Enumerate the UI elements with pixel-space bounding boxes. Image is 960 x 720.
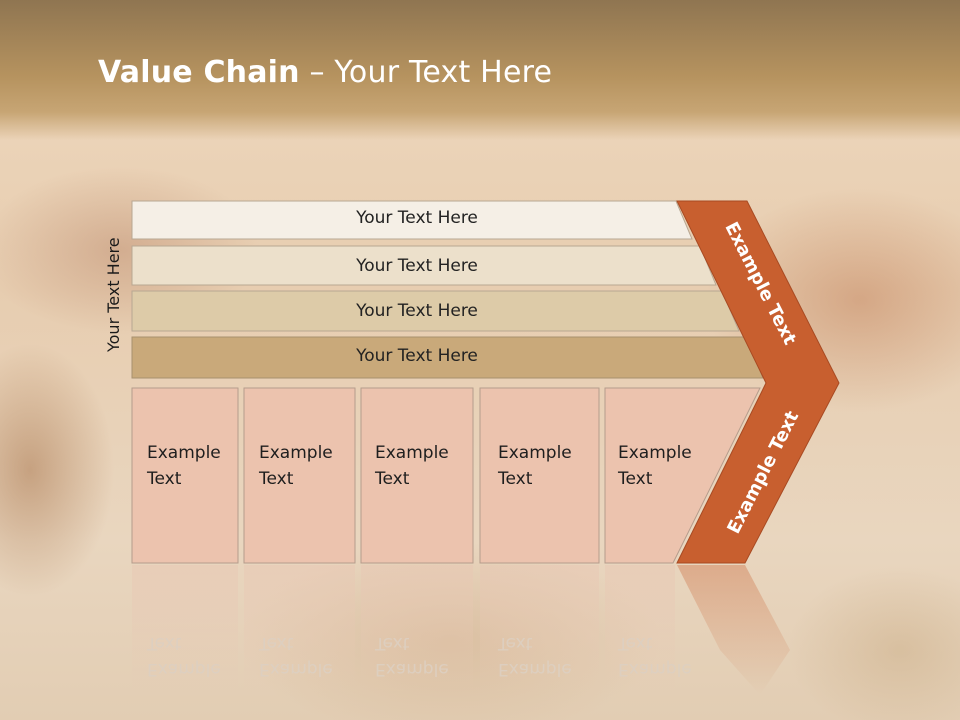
band-2[interactable] <box>131 245 717 286</box>
activity-box-2[interactable] <box>243 387 356 564</box>
activity-box-1-line1: Example <box>147 443 221 463</box>
reflection-text-2-line2: Text <box>259 633 294 653</box>
reflection-box-1 <box>132 565 238 695</box>
activity-box-1-line2: Text <box>147 469 182 489</box>
reflection-box-4 <box>480 565 599 695</box>
reflection-text-5: Example Text <box>618 630 714 682</box>
reflection-box-5 <box>605 565 675 695</box>
reflection-text-1: Example Text <box>147 630 243 682</box>
reflection-text-4: Example Text <box>498 630 594 682</box>
band-1-label: Your Text Here <box>356 208 478 228</box>
reflection-text-3-line2: Text <box>375 633 410 653</box>
activity-box-5-line1: Example <box>618 443 692 463</box>
band-2-label: Your Text Here <box>356 256 478 276</box>
slide-title-rest: – Your Text Here <box>299 55 553 90</box>
reflection-text-4-line1: Example <box>498 659 572 679</box>
activity-box-3[interactable] <box>360 387 474 564</box>
activity-box-4-line2: Text <box>498 469 533 489</box>
margin-chevron[interactable] <box>676 200 840 564</box>
reflection-text-2-line1: Example <box>259 659 333 679</box>
activity-box-2-line1: Example <box>259 443 333 463</box>
activity-box-3-line2: Text <box>375 469 410 489</box>
reflection-text-4-line2: Text <box>498 633 533 653</box>
band-3[interactable] <box>131 290 740 332</box>
header-bar <box>0 0 960 140</box>
reflection-text-5-line2: Text <box>618 633 653 653</box>
activity-box-2-line2: Text <box>259 469 294 489</box>
band-4-label: Your Text Here <box>356 346 478 366</box>
slide-title[interactable]: Value Chain – Your Text Here <box>98 55 552 90</box>
activity-box-3-line1: Example <box>375 443 449 463</box>
reflection-box-3 <box>361 565 473 695</box>
reflection-text-5-line1: Example <box>618 659 692 679</box>
activity-box-5[interactable] <box>604 387 761 564</box>
reflection-text-1-line2: Text <box>147 633 182 653</box>
reflection-box-2 <box>244 565 355 695</box>
reflection-text-1-line1: Example <box>147 659 221 679</box>
band-1[interactable] <box>131 200 693 240</box>
activity-box-5-line2: Text <box>618 469 653 489</box>
slide-title-bold: Value Chain <box>98 55 300 90</box>
reflection-chevron <box>677 565 790 695</box>
activity-box-1[interactable] <box>131 387 239 564</box>
reflection-text-3-line1: Example <box>375 659 449 679</box>
band-3-label: Your Text Here <box>356 301 478 321</box>
activity-box-4[interactable] <box>479 387 600 564</box>
reflection-text-3: Example Text <box>375 630 471 682</box>
reflection-text-2: Example Text <box>259 630 355 682</box>
activity-box-4-line1: Example <box>498 443 572 463</box>
